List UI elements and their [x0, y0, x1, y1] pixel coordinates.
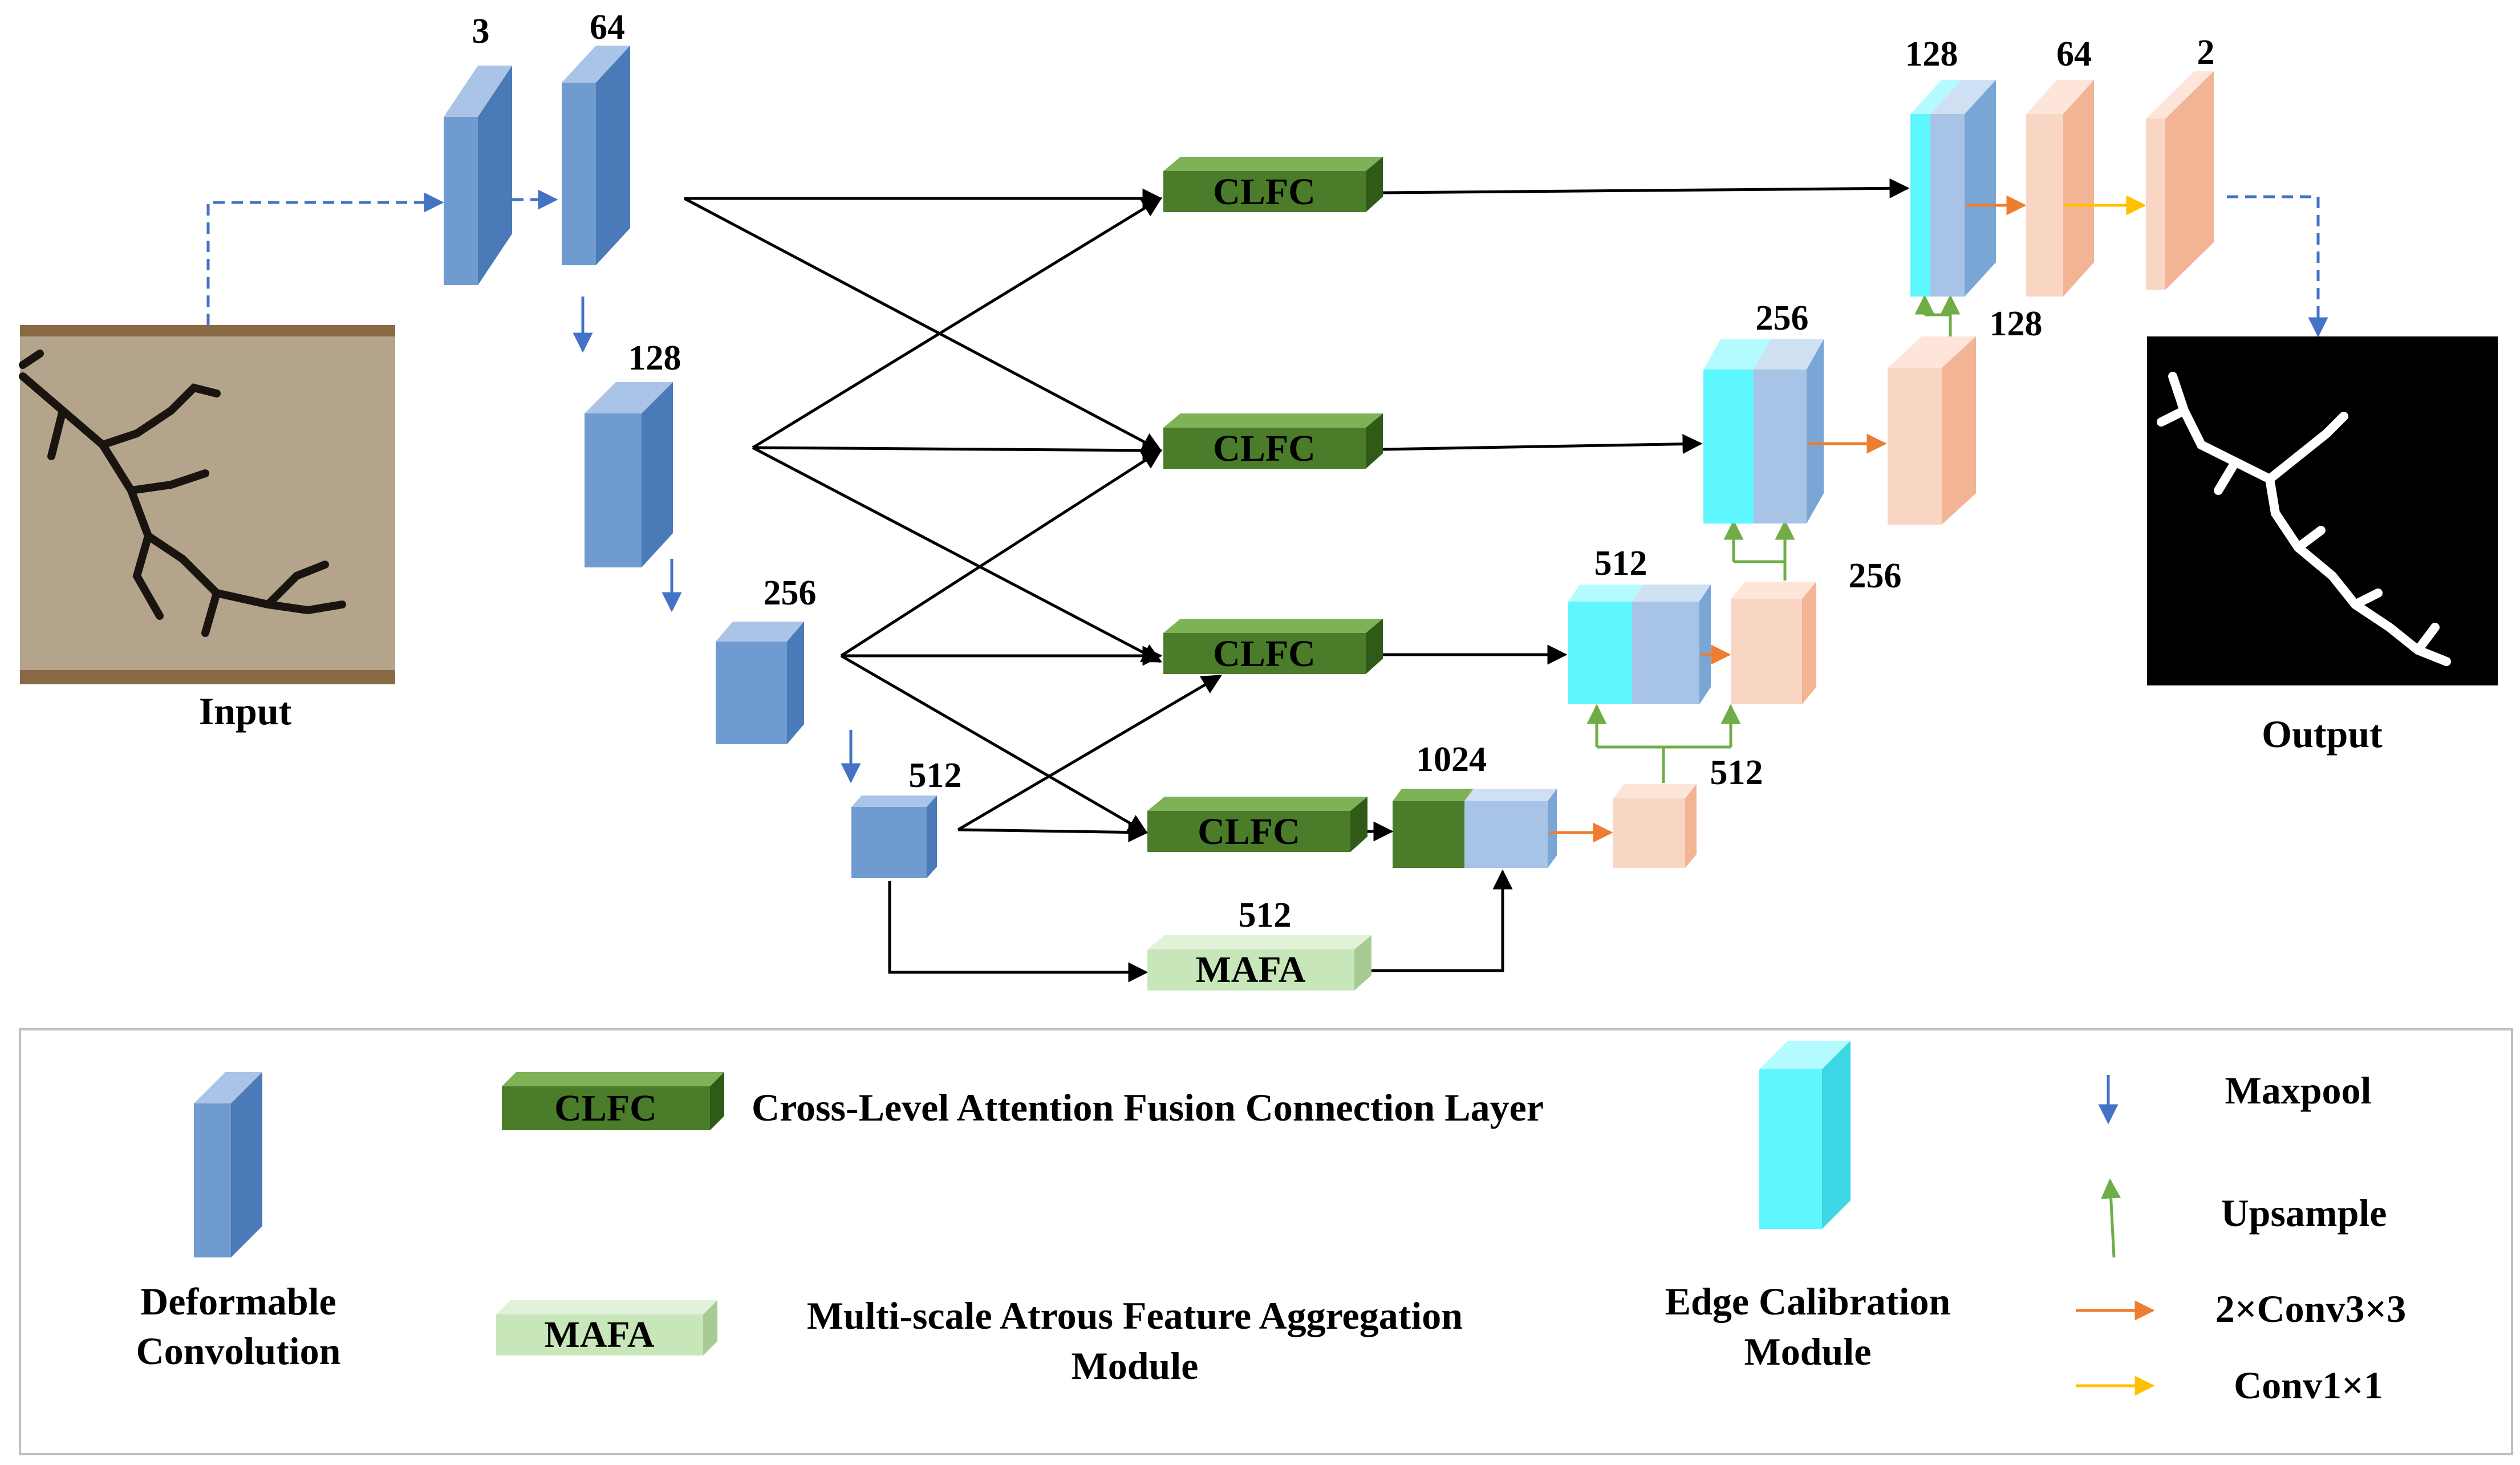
clfc-label-2: CLFC — [1213, 428, 1316, 469]
encoder-ch-128: 128 — [628, 339, 681, 378]
legend-edge-icon — [1759, 1041, 1851, 1229]
legend-clfc-icon — [502, 1072, 724, 1130]
encoder-block-3 — [444, 66, 512, 285]
upsample-arrow-3 — [1925, 313, 1952, 336]
decoder-ch-512: 512 — [1710, 753, 1763, 792]
clfc-label-4: CLFC — [1198, 811, 1300, 853]
clfc1-to-edge128-arrow — [1382, 178, 1910, 198]
legend-edge-line2: Module — [1744, 1330, 1872, 1373]
legend-upsample-label: Upsample — [2221, 1191, 2387, 1235]
decoder-block-64 — [2026, 80, 2094, 297]
mafa-block — [1147, 935, 1371, 991]
edge-ch-512: 512 — [1594, 544, 1647, 583]
clfc-label-3: CLFC — [1213, 633, 1316, 675]
decoder-ch-256: 256 — [1849, 557, 1902, 595]
mafa-label: MAFA — [1195, 949, 1305, 991]
output-arrow — [2227, 195, 2328, 338]
encoder-block-512 — [851, 796, 937, 878]
mafa-channels: 512 — [1239, 896, 1292, 935]
decoder-block-2 — [2146, 71, 2214, 290]
decoder-ch-2: 2 — [2197, 33, 2215, 72]
legend-clfc-desc: Cross-Level Attention Fusion Connection … — [752, 1086, 1544, 1129]
encoder-block-128 — [585, 382, 673, 567]
encoder-block-64 — [562, 46, 630, 265]
edge-ch-128: 128 — [1905, 35, 1958, 74]
legend-deformable-line1: Deformable — [140, 1280, 336, 1323]
legend-mafa-icon — [496, 1300, 717, 1356]
input-arrow — [206, 192, 444, 325]
output-label: Output — [2262, 712, 2383, 756]
legend-clfc-block-label: CLFC — [554, 1087, 657, 1129]
encoder-ch-3: 3 — [472, 12, 490, 51]
upsample-arrow-2 — [1734, 560, 1787, 581]
legend-deformable-icon — [194, 1072, 262, 1257]
encoder-ch-256: 256 — [764, 574, 817, 612]
legend-edge-line1: Edge Calibration — [1665, 1280, 1951, 1323]
decoder-ch-64: 64 — [2056, 35, 2092, 74]
cross-level-connections — [683, 188, 1223, 983]
clfc-label-1: CLFC — [1213, 171, 1316, 213]
clfc-block-3 — [1163, 619, 1383, 674]
legend-maxpool-label: Maxpool — [2225, 1069, 2372, 1112]
clfc2-to-edge256-arrow — [1382, 434, 1703, 454]
legend-mafa-block-label: MAFA — [544, 1314, 654, 1356]
edge-ch-256: 256 — [1756, 299, 1809, 338]
clfc-block-2 — [1163, 413, 1383, 469]
input-label: Input — [199, 689, 292, 733]
bottleneck-block — [1393, 789, 1557, 868]
decoder-block-512 — [1613, 784, 1697, 868]
encoder-ch-64: 64 — [590, 8, 625, 47]
legend-upsample-arrow — [2101, 1178, 2121, 1258]
clfc-block-1 — [1163, 157, 1383, 212]
clfc-block-4 — [1147, 797, 1367, 852]
mafa-to-bottleneck-arrow — [1371, 869, 1513, 972]
legend-mafa-desc-line1: Multi-scale Atrous Feature Aggregation — [807, 1294, 1463, 1337]
legend-conv1-label: Conv1×1 — [2234, 1363, 2383, 1407]
decoder-block-256 — [1731, 582, 1816, 704]
edge-feature-block-128 — [1910, 80, 1996, 297]
bottleneck-channels: 1024 — [1416, 740, 1487, 779]
legend-conv3-label: 2×Conv3×3 — [2215, 1287, 2406, 1330]
encoder-ch-512: 512 — [909, 756, 962, 795]
decoder-ch-128: 128 — [1990, 305, 2043, 343]
output-image — [2147, 336, 2498, 685]
legend-box — [19, 1028, 2513, 1455]
decoder-block-128 — [1888, 336, 1976, 525]
input-image — [19, 325, 395, 684]
upsample-arrow-1 — [1595, 707, 1732, 783]
encoder-block-256 — [716, 622, 804, 744]
legend-deformable-line2: Convolution — [136, 1329, 341, 1373]
edge-feature-block-512 — [1568, 585, 1711, 704]
legend-mafa-desc-line2: Module — [1072, 1344, 1199, 1387]
edge-feature-block-256 — [1703, 339, 1824, 523]
